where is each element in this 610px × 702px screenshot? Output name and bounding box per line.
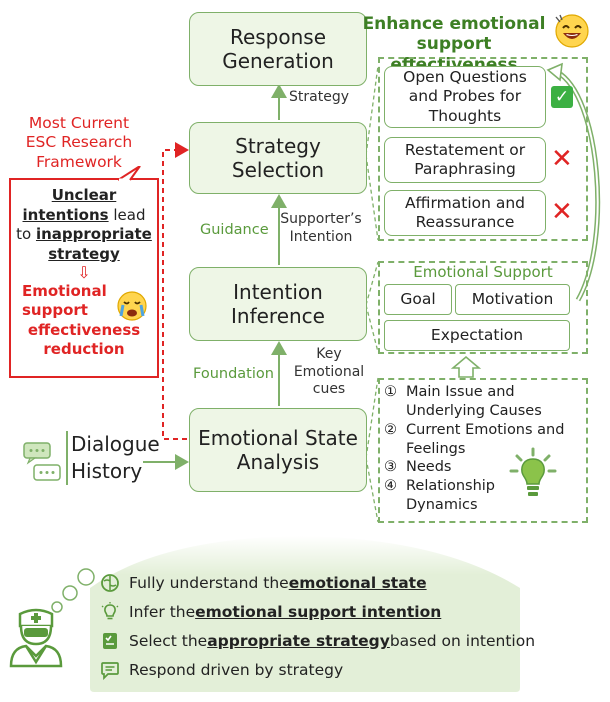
brain-icon xyxy=(99,572,121,594)
label-key-emotional-cues: Key Emotional cues xyxy=(293,346,365,397)
emotional-state-analysis-box: Emotional State Analysis xyxy=(189,408,367,492)
hollow-up-arrow xyxy=(450,355,482,378)
label-strategy: Strategy xyxy=(289,89,349,105)
label-supporters-intention: Supporter’s Intention xyxy=(280,211,362,245)
chat-icon xyxy=(99,659,121,681)
strategy-option-1: Open Questions and Probes for Thoughts xyxy=(384,66,546,128)
cross-icon: ✕ xyxy=(551,144,573,174)
summary-row-4: Respond driven by strategy xyxy=(99,659,343,681)
goal-box: Goal xyxy=(384,284,452,315)
current-esc-framework-label: Most Current ESC Research Framework xyxy=(25,114,133,171)
doctor-icon xyxy=(9,608,63,668)
summary-row-2: Infer the emotional support intention xyxy=(99,601,441,623)
strategy-options-panel xyxy=(378,57,588,241)
motivation-box: Motivation xyxy=(455,284,570,315)
bottom-panel-shape xyxy=(90,536,520,692)
lightbulb-small-icon xyxy=(99,601,121,623)
summary-row-1: Fully understand the emotional state xyxy=(99,572,427,594)
callout-text: Unclear intentions lead to inappropriate… xyxy=(16,186,152,359)
dialogue-history-label: Dialogue History xyxy=(66,431,160,485)
strategy-option-2: Restatement or Paraphrasing xyxy=(384,137,546,183)
cross-icon: ✕ xyxy=(551,197,573,227)
dialogue-history-group: Dialogue History xyxy=(22,431,160,493)
intention-inference-box: Intention Inference xyxy=(189,267,367,341)
analysis-items-panel xyxy=(378,378,588,523)
chat-bubbles-icon xyxy=(23,442,61,481)
summary-row-3: Select the appropriate strategy based on… xyxy=(99,630,535,652)
arrow-current-framework xyxy=(162,142,189,440)
strategy-option-3: Affirmation and Reassurance xyxy=(384,190,546,236)
crying-face-icon xyxy=(117,291,147,321)
thought-bubbles xyxy=(51,568,95,613)
expectation-box: Expectation xyxy=(384,320,570,351)
label-foundation: Foundation xyxy=(193,366,274,382)
label-guidance: Guidance xyxy=(200,222,269,238)
emotional-support-panel xyxy=(378,261,588,354)
happy-face-icon xyxy=(555,14,589,48)
strategy-selection-box: Strategy Selection xyxy=(189,122,367,194)
unclear-intentions-callout xyxy=(9,178,159,378)
emotional-support-title: Emotional Support xyxy=(413,263,553,281)
lightbulb-icon xyxy=(509,447,557,496)
response-generation-box: Response Generation xyxy=(189,12,367,86)
check-icon: ✓ xyxy=(551,86,573,108)
checklist-icon xyxy=(99,630,121,652)
